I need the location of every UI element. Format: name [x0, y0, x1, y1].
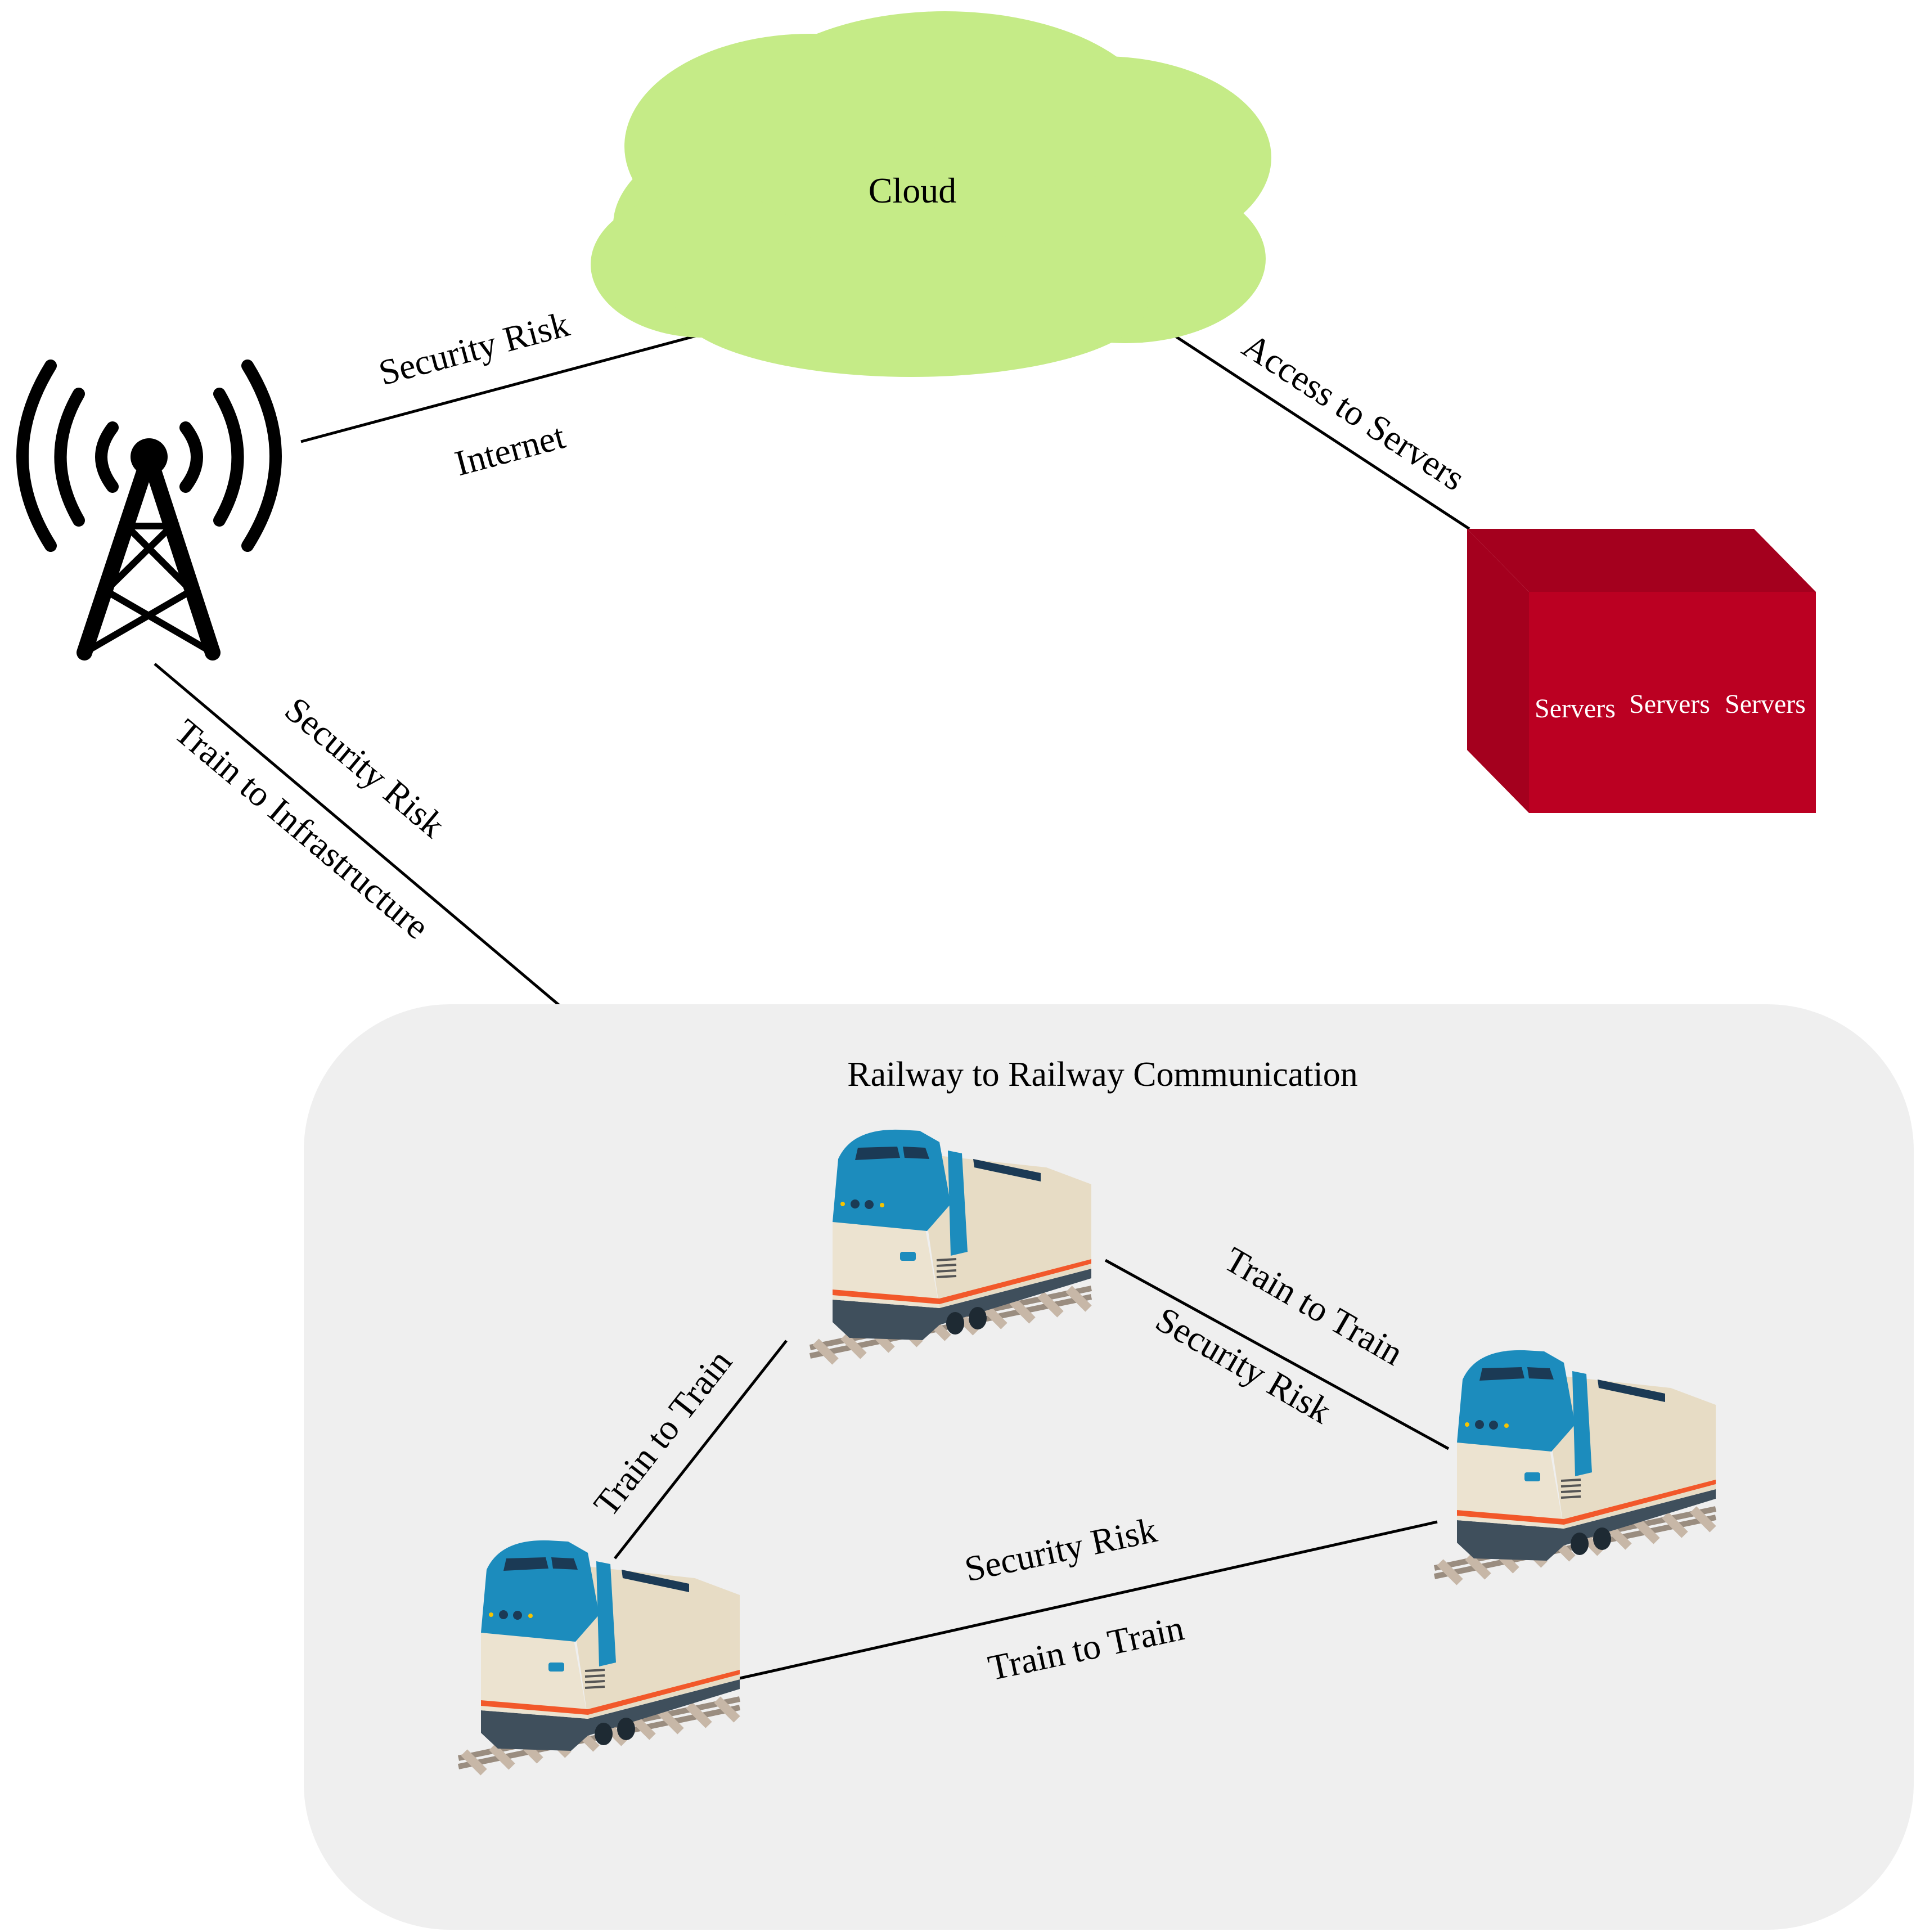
edge-cloud-servers: [1144, 314, 1470, 531]
label-tower-railway-bottom: Train to Infrastructure: [167, 711, 437, 946]
cloud[interactable]: [591, 11, 1271, 377]
cell-tower-icon[interactable]: [16, 360, 282, 661]
servers-label-2: Servers: [1629, 689, 1710, 719]
servers-label-3: Servers: [1725, 689, 1806, 719]
label-cloud-servers: Access to Servers: [1236, 325, 1472, 498]
edge-tower-railway: [154, 663, 563, 1008]
railway-title: Railway to Railway Communication: [847, 1055, 1357, 1094]
label-tower-cloud-bottom: Internet: [451, 416, 569, 483]
cloud-label: Cloud: [869, 170, 956, 210]
servers-label-1: Servers: [1535, 694, 1616, 724]
servers-box[interactable]: [1467, 529, 1816, 813]
label-tower-cloud-top: Security Risk: [375, 304, 573, 393]
